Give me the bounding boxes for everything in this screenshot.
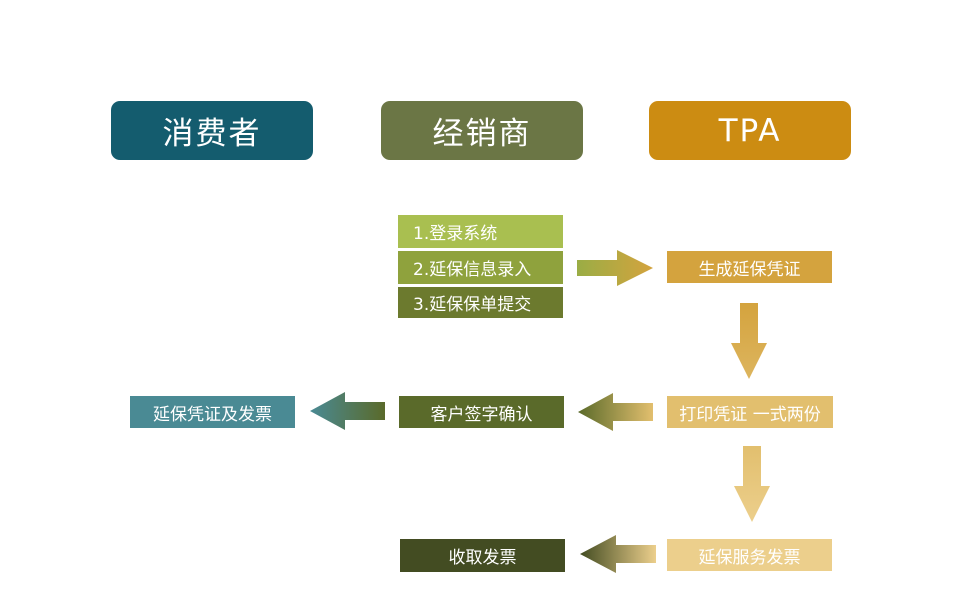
header-consumer: 消费者 (111, 101, 313, 160)
node-certificate-and-invoice: 延保凭证及发票 (130, 396, 295, 428)
header-dealer: 经销商 (381, 101, 583, 160)
node-customer-sign: 客户签字确认 (399, 396, 564, 428)
arrow-left-to-consumer (310, 392, 385, 430)
arrow-right-to-tpa (577, 250, 653, 286)
arrow-down-to-print (731, 303, 767, 379)
node-print-certificate: 打印凭证 一式两份 (667, 396, 833, 428)
step-policy-submit: 3.延保保单提交 (398, 287, 563, 318)
step-login: 1.登录系统 (398, 215, 563, 248)
node-generate-certificate: 生成延保凭证 (667, 251, 832, 283)
header-tpa: TPA (649, 101, 851, 160)
node-service-invoice: 延保服务发票 (667, 539, 832, 571)
arrow-down-to-invoice (734, 446, 770, 522)
arrow-left-to-collect (580, 535, 656, 573)
node-collect-invoice: 收取发票 (400, 539, 565, 572)
step-info-entry: 2.延保信息录入 (398, 251, 563, 284)
arrow-left-to-dealer (578, 393, 653, 431)
